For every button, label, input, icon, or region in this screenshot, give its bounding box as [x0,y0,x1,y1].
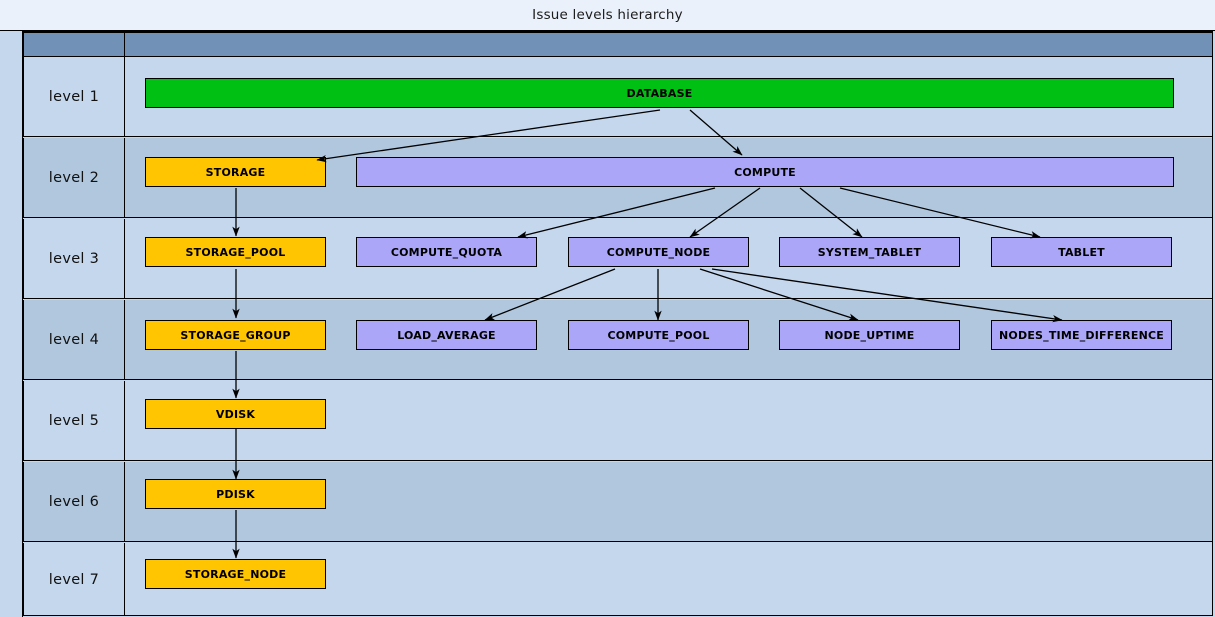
level-label-cell-7: level 7 [23,543,125,616]
node-load-average[interactable]: LOAD_AVERAGE [356,320,537,350]
node-compute-quota[interactable]: COMPUTE_QUOTA [356,237,537,267]
node-nodes-time-difference[interactable]: NODES_TIME_DIFFERENCE [991,320,1172,350]
level-label-2: level 2 [48,169,100,186]
node-storage-node[interactable]: STORAGE_NODE [145,559,326,589]
content-cell-1: DATABASE [125,57,1213,136]
level-label-cell-5: level 5 [23,381,125,460]
level-label-5: level 5 [48,412,100,429]
content-cell-2: STORAGE COMPUTE [125,138,1213,217]
node-node-uptime[interactable]: NODE_UPTIME [779,320,960,350]
row-level-7: level 7 STORAGE_NODE [23,543,1213,616]
node-database[interactable]: DATABASE [145,78,1174,108]
level-label-cell-2: level 2 [23,138,125,217]
level-label-cell-6: level 6 [23,462,125,541]
content-cell-7: STORAGE_NODE [125,543,1213,616]
level-label-4: level 4 [48,331,100,348]
node-storage[interactable]: STORAGE [145,157,326,187]
page-title: Issue levels hierarchy [532,7,683,23]
node-tablet[interactable]: TABLET [991,237,1172,267]
level-label-7: level 7 [48,571,100,588]
left-margin-strip [0,31,23,617]
row-level-5: level 5 VDISK [23,381,1213,461]
level-label-cell-4: level 4 [23,300,125,379]
title-band: Issue levels hierarchy [0,0,1215,31]
level-label-6: level 6 [48,493,100,510]
row-level-6: level 6 PDISK [23,462,1213,542]
level-label-cell-1: level 1 [23,57,125,136]
content-cell-3: STORAGE_POOL COMPUTE_QUOTA COMPUTE_NODE … [125,219,1213,298]
node-storage-pool[interactable]: STORAGE_POOL [145,237,326,267]
node-compute[interactable]: COMPUTE [356,157,1174,187]
content-cell-5: VDISK [125,381,1213,460]
content-cell-4: STORAGE_GROUP LOAD_AVERAGE COMPUTE_POOL … [125,300,1213,379]
level-label-3: level 3 [48,250,100,267]
header-cell-nodes [125,32,1213,57]
table-outer-frame [22,31,1213,616]
node-storage-group[interactable]: STORAGE_GROUP [145,320,326,350]
level-label-1: level 1 [48,88,100,105]
level-label-cell-3: level 3 [23,219,125,298]
header-cell-levels [23,32,125,57]
node-vdisk[interactable]: VDISK [145,399,326,429]
